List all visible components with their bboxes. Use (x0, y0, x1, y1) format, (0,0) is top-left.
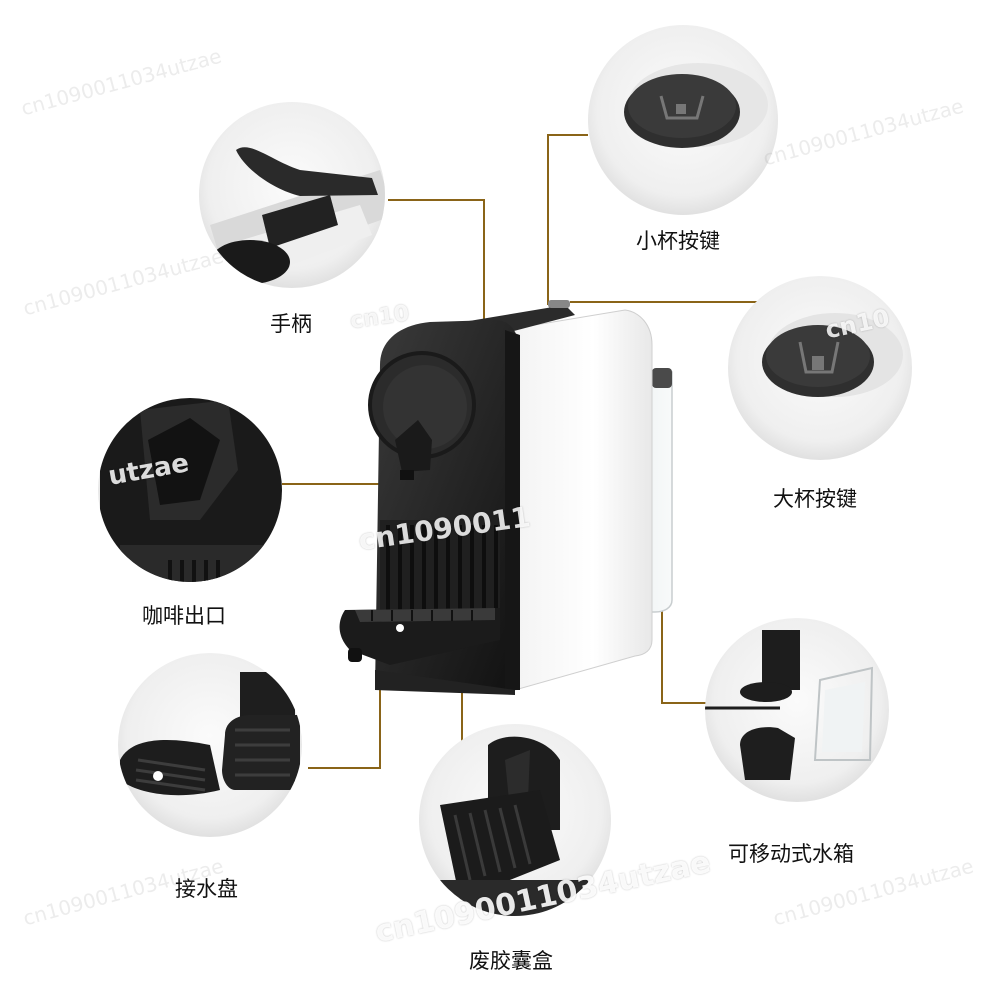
detail-circle-water-tank (705, 618, 889, 802)
leader-line-small-cup (547, 134, 588, 305)
label-drip-tray: 接水盘 (175, 877, 238, 901)
detail-circle-coffee-outlet (98, 398, 282, 582)
coffee-machine (339, 300, 673, 695)
label-capsule-bin: 废胶囊盒 (469, 949, 553, 973)
label-water-tank: 可移动式水箱 (728, 842, 854, 866)
detail-circle-handle (199, 102, 385, 288)
label-large-cup-button: 大杯按键 (773, 487, 857, 511)
detail-circle-small-cup-button (588, 25, 778, 215)
detail-circle-drip-tray (118, 653, 302, 837)
detail-circle-large-cup-button (728, 276, 912, 460)
label-handle: 手柄 (270, 312, 312, 336)
leader-line-handle (388, 199, 485, 325)
label-coffee-outlet: 咖啡出口 (142, 604, 226, 628)
label-small-cup-button: 小杯按键 (636, 229, 720, 253)
leader-line-drip-tray (308, 662, 381, 769)
